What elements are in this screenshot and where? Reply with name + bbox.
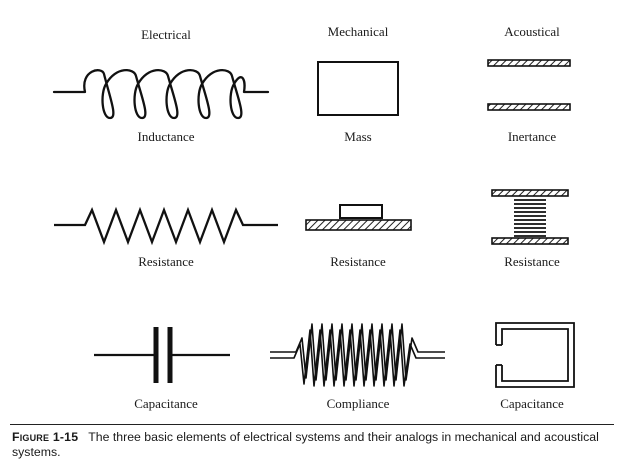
label-compliance: Compliance (326, 396, 390, 411)
spring-symbol (270, 323, 445, 387)
column-header-mechanical: Mechanical (327, 24, 389, 39)
inertance-symbol (487, 59, 571, 111)
label-acoustical-resistance: Resistance (504, 254, 560, 269)
label-electrical-resistance: Resistance (138, 254, 194, 269)
column-header-electrical: Electrical (141, 27, 191, 42)
capacitor-symbol (94, 327, 230, 383)
resistor-symbol (54, 206, 278, 246)
label-inertance: Inertance (507, 129, 557, 144)
mass-symbol (317, 61, 399, 116)
label-acoustical-capacitance: Capacitance (500, 396, 564, 411)
mechanical-resistance-symbol (305, 204, 412, 231)
inductor-symbol (52, 69, 270, 120)
label-mass: Mass (344, 129, 372, 144)
cavity-symbol (495, 322, 575, 388)
label-inductance: Inductance (137, 129, 195, 144)
figure-number: Figure 1-15 (12, 430, 79, 444)
label-mechanical-resistance: Resistance (330, 254, 386, 269)
caption-rule (10, 424, 614, 425)
label-capacitance: Capacitance (134, 396, 198, 411)
acoustic-resistance-symbol (491, 189, 569, 245)
column-header-acoustical: Acoustical (504, 24, 560, 39)
caption-text: The three basic elements of electrical s… (12, 430, 599, 459)
